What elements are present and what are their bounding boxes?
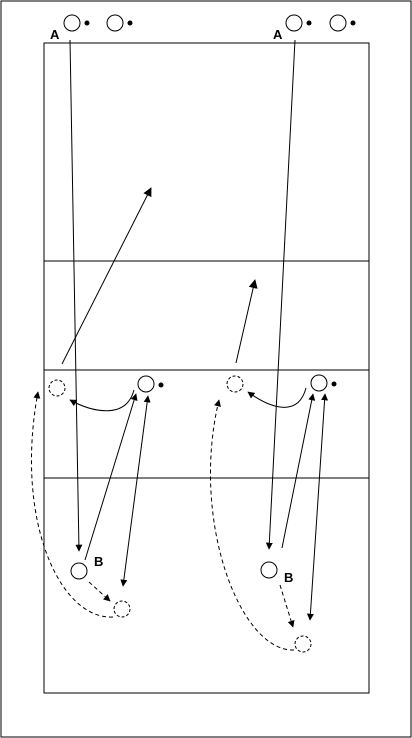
hitter-position-dashed-left [48,379,66,397]
ball-icon [331,381,337,387]
set-curve-left [69,389,135,412]
label-a-right: A [273,27,283,42]
ball-icon [127,20,133,26]
player-dashed-bottom-left [113,600,131,618]
ball-icon [306,20,312,26]
run-arrow-a-to-b-left [69,39,83,552]
label-a-left: A [50,27,60,42]
player-b-left [70,562,88,580]
player-b-right [260,561,278,579]
hitter-position-dashed-right [226,375,244,393]
left-drill-group: A B [31,14,164,618]
dashed-move-left [88,581,111,602]
attack-arrow-right [235,279,258,364]
attack-arrow-left [61,187,152,365]
player-a-left [63,14,81,32]
player-a-right [285,14,303,32]
right-drill-group: A B [210,14,356,653]
pass-double-right [306,393,329,621]
pass-b-to-setter-left [84,393,138,561]
run-arrow-a-to-b-right [265,39,296,550]
setter-right [310,374,328,392]
dashed-return-curve-left [31,391,114,618]
player-waiting-left [106,14,124,32]
setter-left [137,375,155,393]
player-waiting-right [329,14,347,32]
player-dashed-bottom-right [294,635,312,653]
label-b-right: B [284,570,293,585]
pass-b-to-setter-right [281,393,316,549]
ball-icon [158,382,164,388]
set-curve-right [247,387,307,408]
ball-icon [84,20,90,26]
dashed-return-curve-right [210,399,295,651]
pass-double-left [120,395,151,587]
dashed-move-right [279,584,295,628]
ball-icon [350,20,356,26]
label-b-left: B [94,554,103,569]
court-boundary [43,42,370,694]
court [43,42,370,694]
